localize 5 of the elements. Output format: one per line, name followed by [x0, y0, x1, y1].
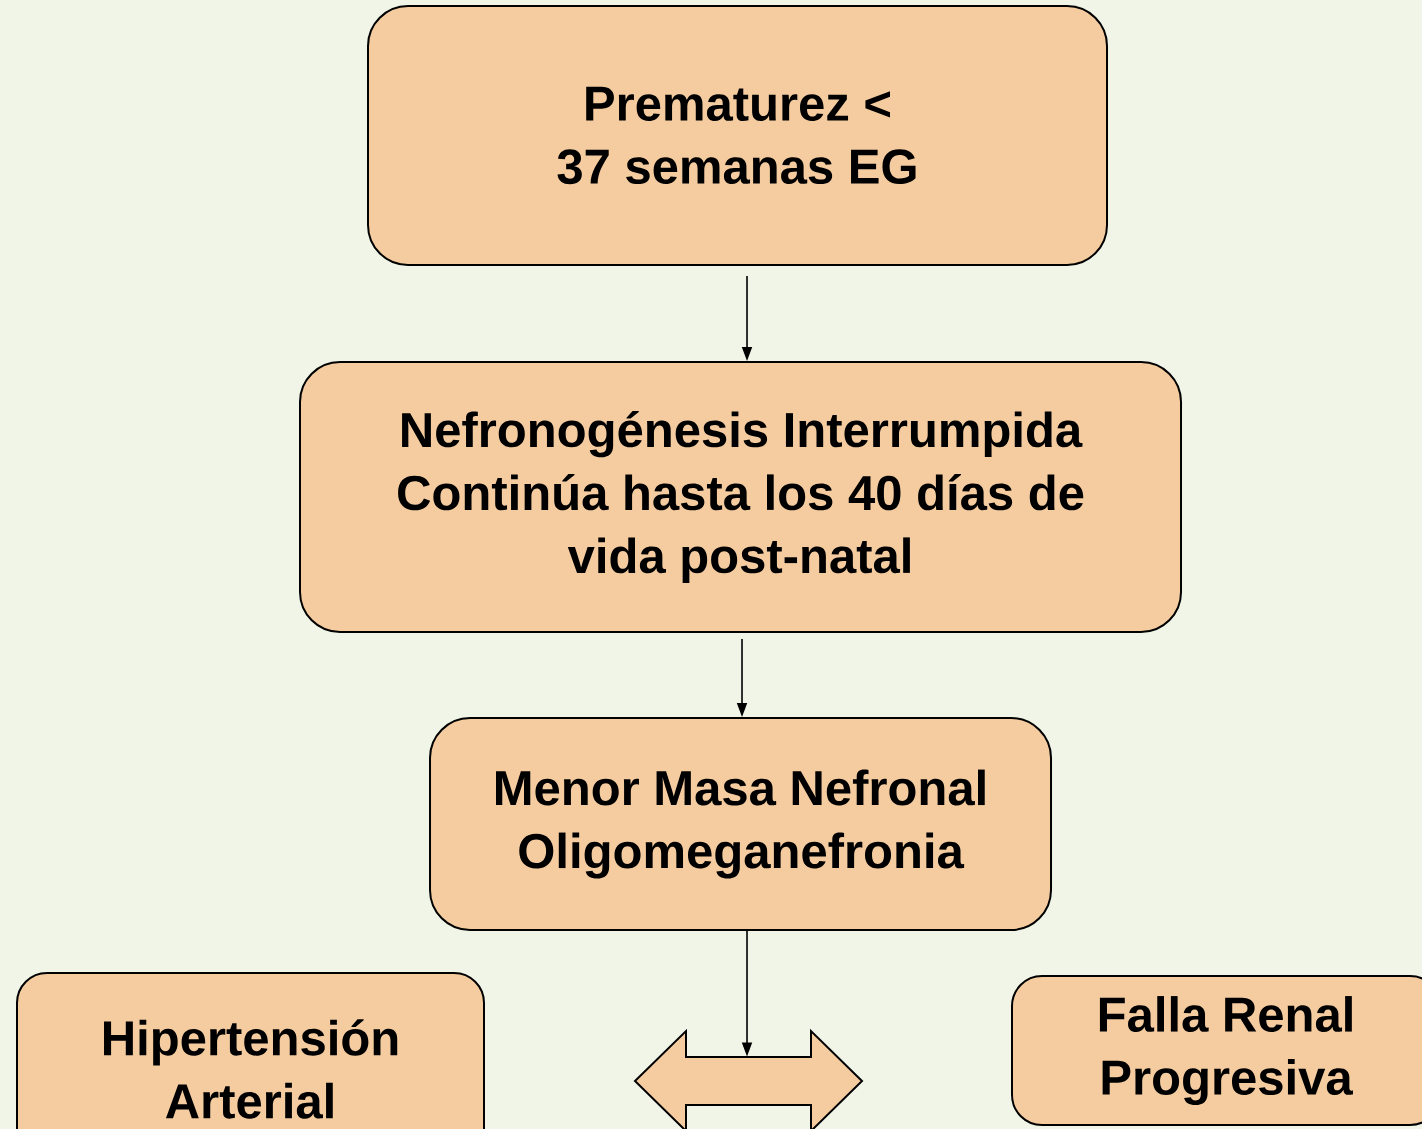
process-box: Falla Renal Progresiva — [1011, 975, 1422, 1126]
process-box: Menor Masa Nefronal Oligomeganefronia — [429, 717, 1052, 931]
process-box: Prematurez < 37 semanas EG — [367, 5, 1108, 266]
process-box: Nefronogénesis Interrumpida Continúa hasta los 40 días de vida post-natal — [299, 361, 1182, 633]
process-box: Hipertensión Arterial — [16, 972, 485, 1129]
